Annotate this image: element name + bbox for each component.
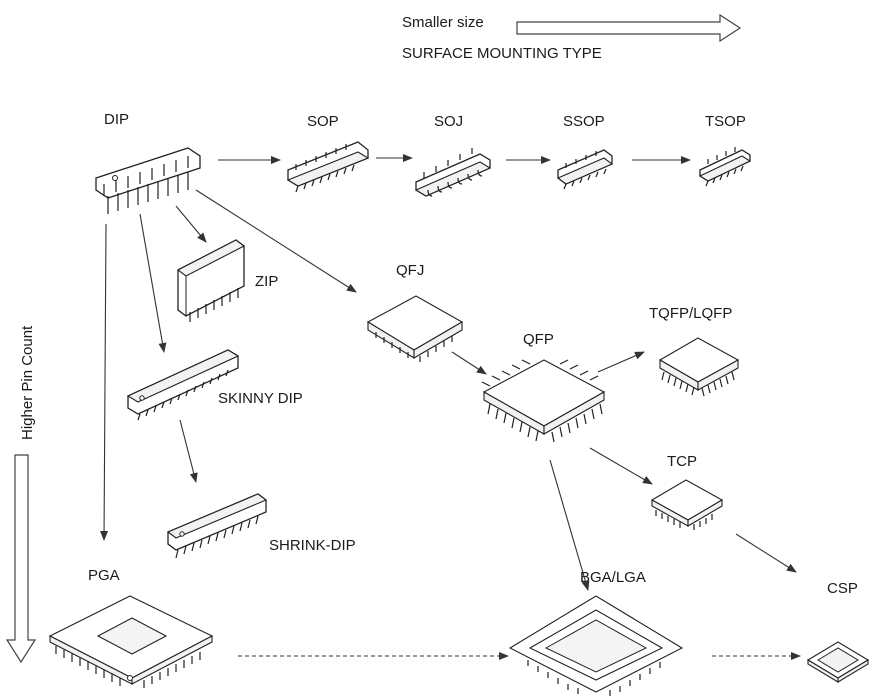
qfj-chip	[368, 296, 462, 362]
pga-label: PGA	[88, 567, 120, 584]
skinny-dip-chip	[128, 350, 238, 420]
shrink-dip-chip	[168, 494, 266, 558]
sop-chip	[288, 142, 368, 192]
tcp-chip	[652, 480, 722, 530]
tcp-label: TCP	[667, 453, 697, 470]
csp-chip	[808, 642, 868, 682]
smaller-size-arrow	[517, 15, 740, 41]
soj-chip	[416, 148, 490, 196]
tsop-label: TSOP	[705, 113, 746, 130]
arrow-tcp-csp	[736, 534, 796, 572]
zip-label: ZIP	[255, 273, 278, 290]
csp-label: CSP	[827, 580, 858, 597]
dip-label: DIP	[104, 111, 129, 128]
higher-pin-count-label: Higher Pin Count	[19, 325, 36, 440]
pga-chip	[50, 596, 212, 688]
tsop-chip	[700, 147, 750, 186]
arrow-qfp-tcp	[590, 448, 652, 484]
arrow-qfp-tqfp	[598, 352, 644, 372]
surface-mounting-label: SURFACE MOUNTING TYPE	[402, 45, 602, 62]
dip-chip	[96, 148, 200, 214]
arrow-qfp-bga	[550, 460, 588, 590]
qfj-label: QFJ	[396, 262, 424, 279]
skinny-dip-label: SKINNY DIP	[218, 390, 303, 407]
smaller-size-label: Smaller size	[402, 14, 484, 31]
qfp-chip	[482, 360, 604, 442]
arrow-qfj-qfp	[452, 352, 486, 374]
arrow-dip-zip	[176, 206, 206, 242]
ssop-chip	[558, 150, 612, 189]
higher-pin-count-arrow	[7, 455, 35, 662]
arrow-dip-pga	[104, 224, 106, 540]
shrink-dip-label: SHRINK-DIP	[269, 537, 356, 554]
tqfp-chip	[660, 338, 738, 396]
flow-arrows	[104, 158, 800, 656]
sop-label: SOP	[307, 113, 339, 130]
ssop-label: SSOP	[563, 113, 605, 130]
tqfp-label: TQFP/LQFP	[649, 305, 732, 322]
qfp-label: QFP	[523, 331, 554, 348]
bga-chip	[510, 596, 682, 696]
zip-chip	[178, 240, 244, 322]
arrow-skinny-shrink	[180, 420, 196, 482]
arrow-dip-skinny	[140, 214, 164, 352]
bga-label: BGA/LGA	[580, 569, 646, 586]
soj-label: SOJ	[434, 113, 463, 130]
